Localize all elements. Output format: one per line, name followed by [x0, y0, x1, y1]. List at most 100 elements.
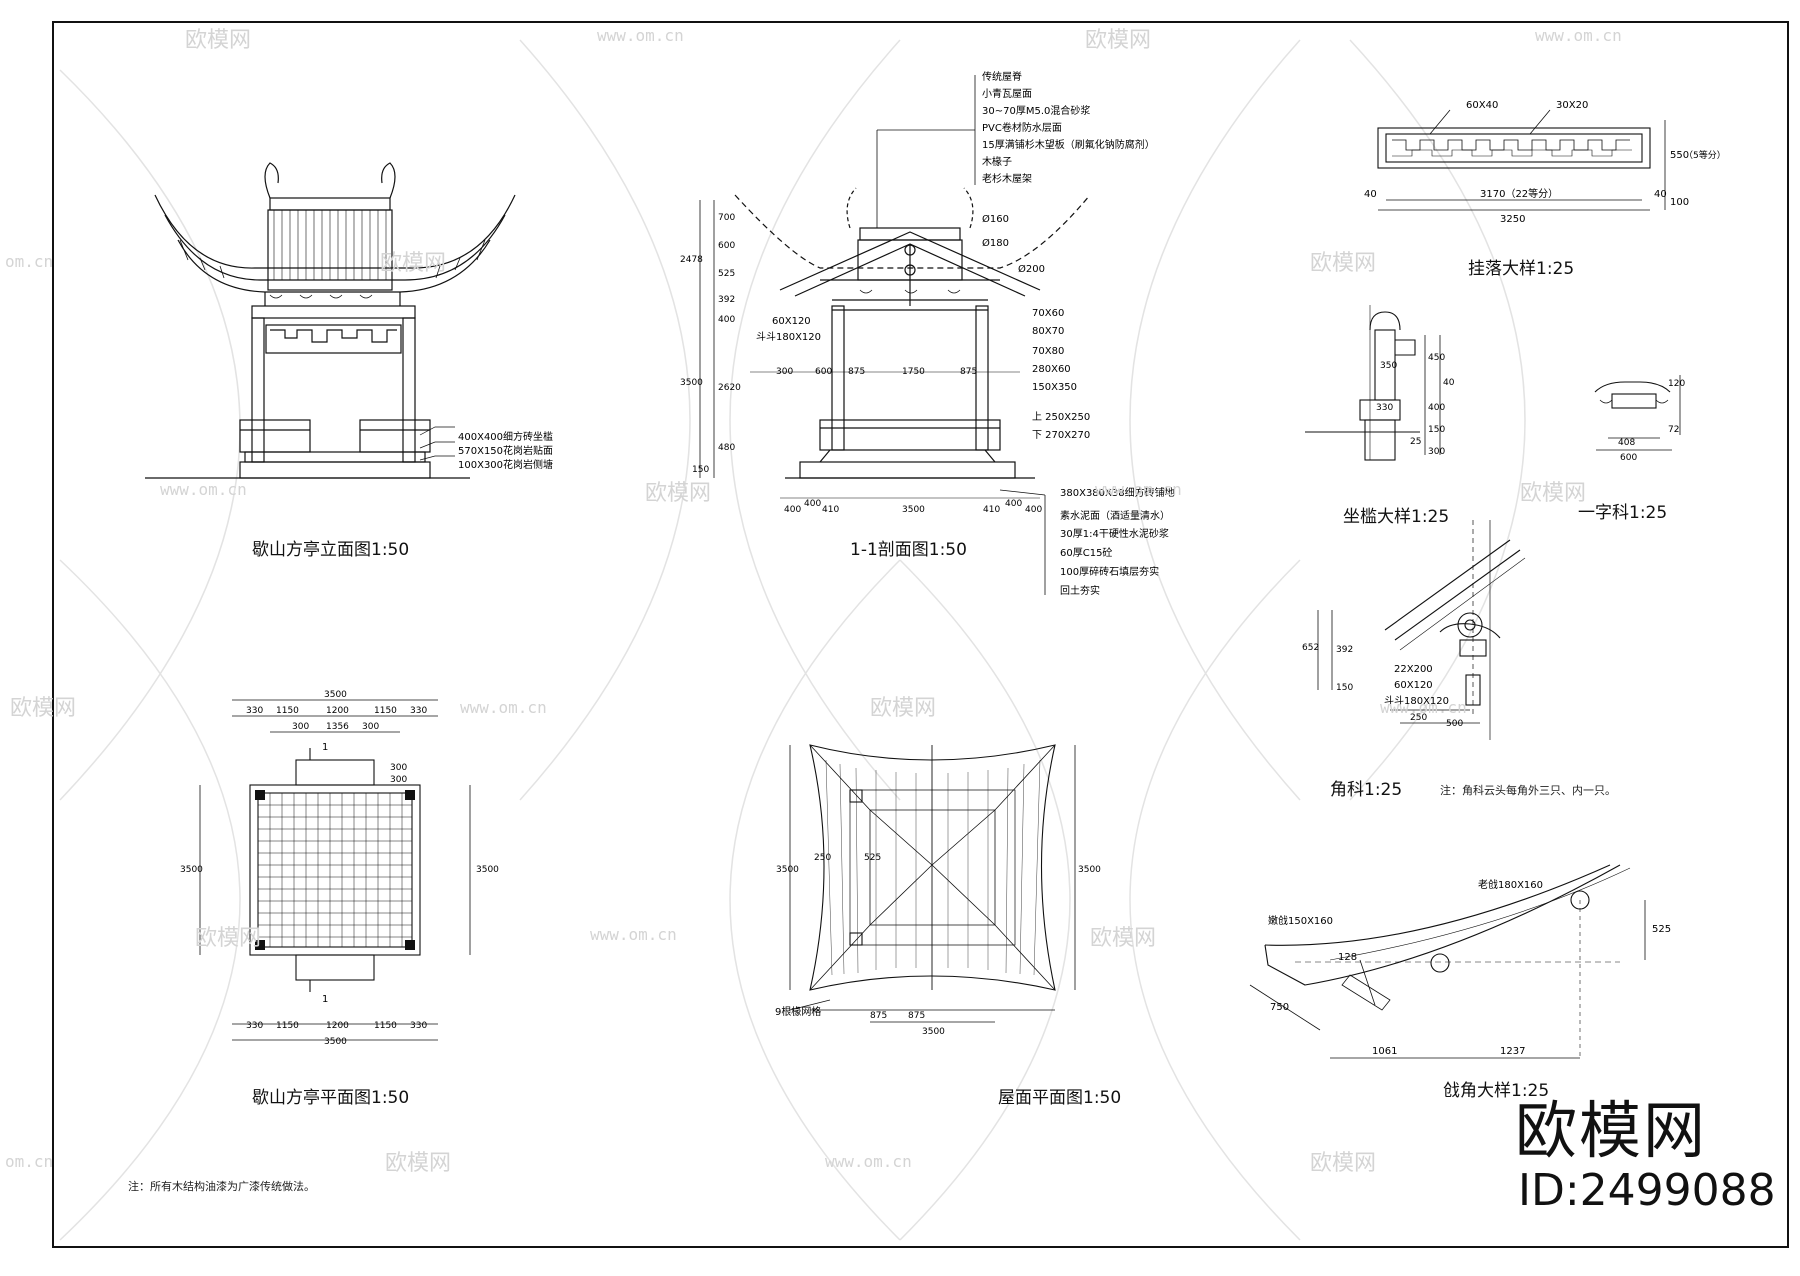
jiaoke-dim-1: 652	[1302, 643, 1319, 653]
yizike-dim-1: 120	[1668, 379, 1685, 389]
roof-dim-6: 250	[814, 853, 831, 863]
section-bottom-label-2: 素水泥面（酒适量清水）	[1060, 509, 1170, 522]
section-dim-left-3: 525	[718, 269, 735, 279]
section-bottom-callouts: 380X380X38细方砖铺地 素水泥面（酒适量清水） 30厚1:4干硬性水泥砂…	[1060, 486, 1175, 597]
brand-id-text: ID:2499088	[1518, 1165, 1776, 1216]
plan-dim-bottom-5: 330	[410, 1021, 427, 1031]
plan-side-dims: 3500 3500 300 300	[180, 763, 499, 875]
plan-columns	[255, 790, 415, 950]
section-top-label-6: 木椽子	[982, 155, 1012, 168]
section-dim-bottom-2: 400	[804, 499, 821, 509]
section-bottom-label-4: 60厚C15砼	[1060, 546, 1112, 559]
plan-dim-bottom-4: 1150	[374, 1021, 397, 1031]
general-note: 注：所有木结构油漆为广漆传统做法。	[128, 1180, 315, 1193]
plan-dim-top-7: 300	[292, 722, 309, 732]
seat-dim-8: 25	[1410, 437, 1421, 447]
seat-dim-6: 350	[1380, 361, 1397, 371]
section-dim-top-4: 1750	[902, 367, 925, 377]
qiangjiao-label-1: 老戗180X160	[1478, 878, 1543, 891]
roof-plan-title: 屋面平面图1:50	[998, 1088, 1122, 1108]
section-right-label-7: 280X60	[1032, 364, 1071, 375]
plan-dim-top-5: 1150	[374, 706, 397, 716]
watermark-url: www.om.cn	[825, 1152, 912, 1171]
watermark-logo: 欧模网	[385, 1151, 452, 1176]
section-dim-left-4: 392	[718, 295, 735, 305]
section-dim-left-7: 3500	[680, 378, 703, 388]
hanging-detail-drawing	[1377, 109, 1666, 211]
plan-dim-side-3: 300	[390, 763, 407, 773]
seat-dim-1: 450	[1428, 353, 1445, 363]
section-left-label-1: 60X120	[772, 316, 811, 327]
hanging-label-8: 100	[1670, 197, 1689, 208]
hanging-label-7: 550	[1670, 150, 1689, 161]
yizike-dims: 120 72 408 600	[1618, 379, 1685, 463]
watermark-url: www.om.cn	[1380, 698, 1467, 717]
plan-dim-bottom-2: 1150	[276, 1021, 299, 1031]
hanging-label-5: 40	[1364, 189, 1377, 200]
seat-dim-7: 330	[1376, 403, 1393, 413]
section-dim-left-2: 600	[718, 241, 735, 251]
section-bottom-dims: 400 400 410 3500 410 400 400	[784, 499, 1042, 515]
hanging-label-9: （5等分）	[1684, 149, 1726, 161]
section-top-label-7: 老杉木屋架	[982, 172, 1032, 185]
roof-dim-3: 875	[870, 1011, 887, 1021]
plan-dim-top-9: 300	[362, 722, 379, 732]
watermark-logo: 欧模网	[1520, 481, 1587, 506]
section-dim-left-5: 400	[718, 315, 735, 325]
qiangjiao-dim-4: 750	[1270, 1002, 1289, 1013]
roof-dim-5: 3500	[922, 1027, 945, 1037]
plan-dim-top-4: 1200	[326, 706, 349, 716]
elevation-label-3: 100X300花岗岩侧塘	[458, 458, 553, 471]
section-top-dims: 300 600 875 1750 875	[776, 367, 977, 377]
plan-dim-top-6: 330	[410, 706, 427, 716]
seat-dim-3: 400	[1428, 403, 1445, 413]
jiaoke-detail-drawing	[1317, 520, 1526, 740]
section-top-label-4: PVC卷材防水层面	[982, 121, 1062, 134]
seat-detail-drawing	[1305, 305, 1441, 461]
section-drawing	[699, 75, 1091, 595]
plan-dim-side-1: 3500	[180, 865, 203, 875]
section-right-label-3: Ø200	[1018, 263, 1045, 275]
plan-dim-bottom-6: 3500	[324, 1037, 347, 1047]
hanging-label-4: 3250	[1500, 214, 1525, 225]
watermark-arcs	[59, 39, 1526, 1241]
section-bottom-label-5: 100厚碎砖石填层夯实	[1060, 565, 1159, 578]
section-right-label-1: Ø160	[982, 213, 1009, 225]
watermark-url: www.om.cn	[160, 480, 247, 499]
roof-dim-4: 875	[908, 1011, 925, 1021]
hanging-label-6: 40	[1654, 189, 1667, 200]
jiaoke-label-3: 斗斗180X120	[1384, 695, 1449, 707]
section-dim-bottom-7: 400	[1025, 505, 1042, 515]
section-dim-top-2: 600	[815, 367, 832, 377]
section-right-label-6: 70X80	[1032, 346, 1064, 357]
seat-dims: 450 40 400 150 300 350 330 25	[1376, 353, 1455, 457]
watermark-logo: 欧模网	[195, 926, 262, 951]
section-top-label-3: 30~70厚M5.0混合砂浆	[982, 104, 1090, 117]
section-right-label-4: 70X60	[1032, 308, 1064, 319]
section-dim-left-8: 2620	[718, 383, 741, 393]
watermark-url: www.om.cn	[1535, 26, 1622, 45]
section-top-label-2: 小青瓦屋面	[982, 87, 1032, 100]
sheet-border	[52, 21, 1789, 1248]
hanging-label-2: 30X20	[1556, 100, 1588, 111]
plan-dim-top-3: 1150	[276, 706, 299, 716]
jiaoke-dim-4: 250	[1410, 713, 1427, 723]
brand-logo-text: 欧模网	[1515, 1094, 1708, 1167]
roof-rafter-label: 9根椽网格	[775, 1005, 821, 1018]
plan-dim-top-2: 330	[246, 706, 263, 716]
watermark-logo: 欧模网	[1085, 28, 1152, 53]
jiaoke-dim-5: 500	[1446, 719, 1463, 729]
jiaoke-label-2: 60X120	[1394, 680, 1433, 691]
yizike-dim-4: 600	[1620, 453, 1637, 463]
plan-dim-bottom-1: 330	[246, 1021, 263, 1031]
jiaoke-dim-3: 150	[1336, 683, 1353, 693]
hanging-detail-title: 挂落大样1:25	[1468, 259, 1575, 279]
plan-title: 歇山方亭平面图1:50	[252, 1088, 410, 1108]
plan-dim-side-2: 3500	[476, 865, 499, 875]
section-dim-bottom-5: 410	[983, 505, 1000, 515]
yizike-dim-3: 408	[1618, 438, 1635, 448]
yizike-detail-title: 一字科1:25	[1578, 503, 1668, 523]
seat-dim-4: 150	[1428, 425, 1445, 435]
section-left-label-2: 斗斗180X120	[756, 331, 821, 343]
seat-dim-5: 300	[1428, 447, 1445, 457]
